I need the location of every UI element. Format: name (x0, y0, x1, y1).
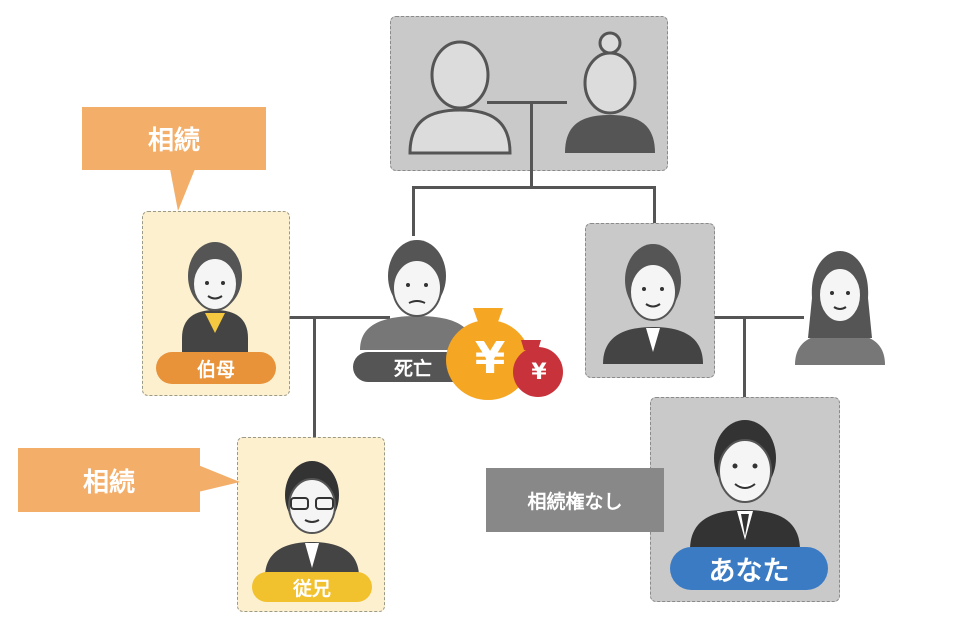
deceased-avatar-icon (360, 240, 474, 350)
yen-big: ¥ (474, 333, 506, 384)
aunt-label: 伯母 (156, 352, 276, 384)
cousin-label: 従兄 (252, 572, 372, 602)
grandparents-connector (487, 101, 567, 104)
you-avatar-icon (690, 420, 800, 550)
no-inheritance-label: 相続権なし (486, 468, 664, 532)
money-bag-icon (446, 308, 563, 400)
father-up-line (653, 186, 656, 236)
yen-small: ¥ (531, 360, 547, 385)
mother-avatar-icon (795, 251, 885, 365)
cousin-down-line (313, 316, 316, 438)
grandmother-silhouette-icon (565, 31, 655, 153)
couple-line-parents (680, 316, 804, 319)
aunt-avatar-icon (182, 242, 248, 353)
grandparents-down-line (530, 101, 533, 188)
you-down-line (743, 316, 746, 398)
inherit-callout-cousin: 相続 (18, 448, 200, 512)
couple-line-aunt (250, 316, 390, 319)
callout-pointer-aunt (170, 169, 195, 211)
father-avatar-icon (603, 244, 703, 364)
siblings-horizontal-line (412, 186, 656, 189)
you-label: あなた (670, 547, 828, 590)
inherit-callout-aunt: 相続 (82, 107, 266, 170)
callout-pointer-cousin (198, 465, 240, 492)
grandfather-silhouette-icon (408, 40, 512, 155)
cousin-avatar-icon (265, 461, 359, 577)
deceased-up-line (412, 186, 415, 236)
